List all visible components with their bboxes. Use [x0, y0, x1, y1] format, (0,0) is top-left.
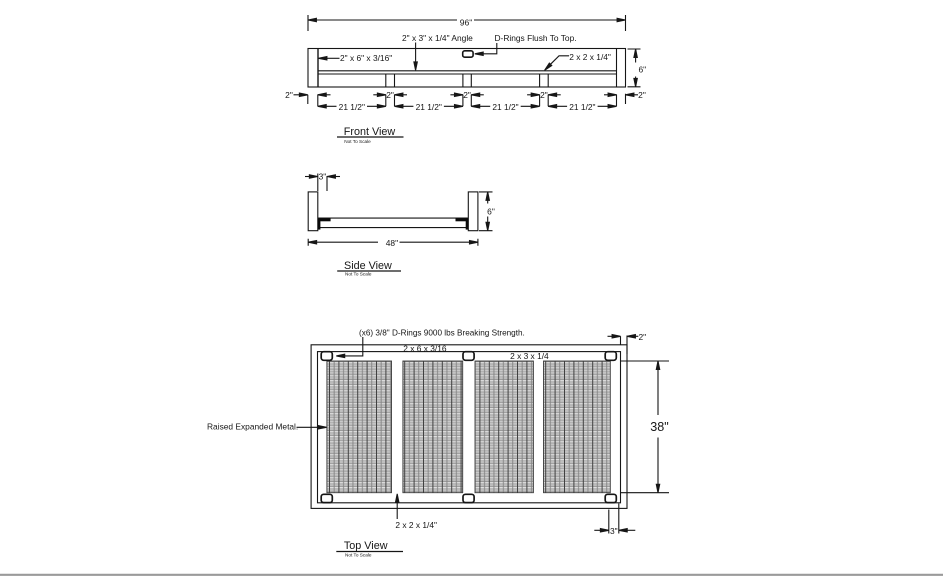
svg-text:2": 2" — [463, 90, 471, 100]
svg-text:D-Rings Flush To Top.: D-Rings Flush To Top. — [495, 33, 577, 43]
svg-text:(x6) 3/8" D-Rings 9000 lbs Bre: (x6) 3/8" D-Rings 9000 lbs Breaking Stre… — [359, 329, 525, 338]
svg-text:2": 2" — [638, 90, 646, 100]
svg-text:38": 38" — [650, 420, 668, 434]
svg-text:2": 2" — [540, 90, 548, 100]
svg-text:2 x 3 x 1/4: 2 x 3 x 1/4 — [510, 351, 549, 361]
svg-text:3": 3" — [610, 526, 618, 536]
svg-text:6": 6" — [639, 65, 647, 75]
svg-text:48": 48" — [386, 238, 398, 248]
svg-text:Not To Scale: Not To Scale — [344, 139, 371, 144]
svg-text:21 1/2": 21 1/2" — [416, 102, 442, 112]
svg-text:2 x 2 x 1/4": 2 x 2 x 1/4" — [569, 52, 611, 62]
svg-text:Not To Scale: Not To Scale — [345, 553, 372, 558]
svg-text:Top View: Top View — [344, 540, 388, 552]
svg-text:21 1/2": 21 1/2" — [492, 102, 518, 112]
svg-text:2": 2" — [386, 90, 394, 100]
svg-text:2" x 6" x 3/16": 2" x 6" x 3/16" — [340, 53, 392, 63]
svg-text:3": 3" — [319, 172, 327, 182]
svg-text:6": 6" — [487, 207, 495, 217]
svg-text:2 x 2 x 1/4": 2 x 2 x 1/4" — [395, 520, 437, 530]
svg-text:2 x 6 x 3/16: 2 x 6 x 3/16 — [403, 343, 447, 353]
svg-text:Front View: Front View — [344, 126, 396, 138]
svg-text:Side View: Side View — [344, 260, 392, 272]
svg-text:21 1/2": 21 1/2" — [569, 102, 595, 112]
svg-text:2" x 3" x 1/4" Angle: 2" x 3" x 1/4" Angle — [402, 33, 473, 43]
svg-text:Not To Scale: Not To Scale — [345, 271, 372, 276]
svg-text:Raised Expanded Metal.: Raised Expanded Metal. — [207, 422, 298, 432]
svg-text:21 1/2": 21 1/2" — [339, 102, 365, 112]
svg-text:2": 2" — [639, 332, 647, 342]
svg-text:96": 96" — [460, 17, 473, 27]
svg-text:2": 2" — [285, 90, 293, 100]
